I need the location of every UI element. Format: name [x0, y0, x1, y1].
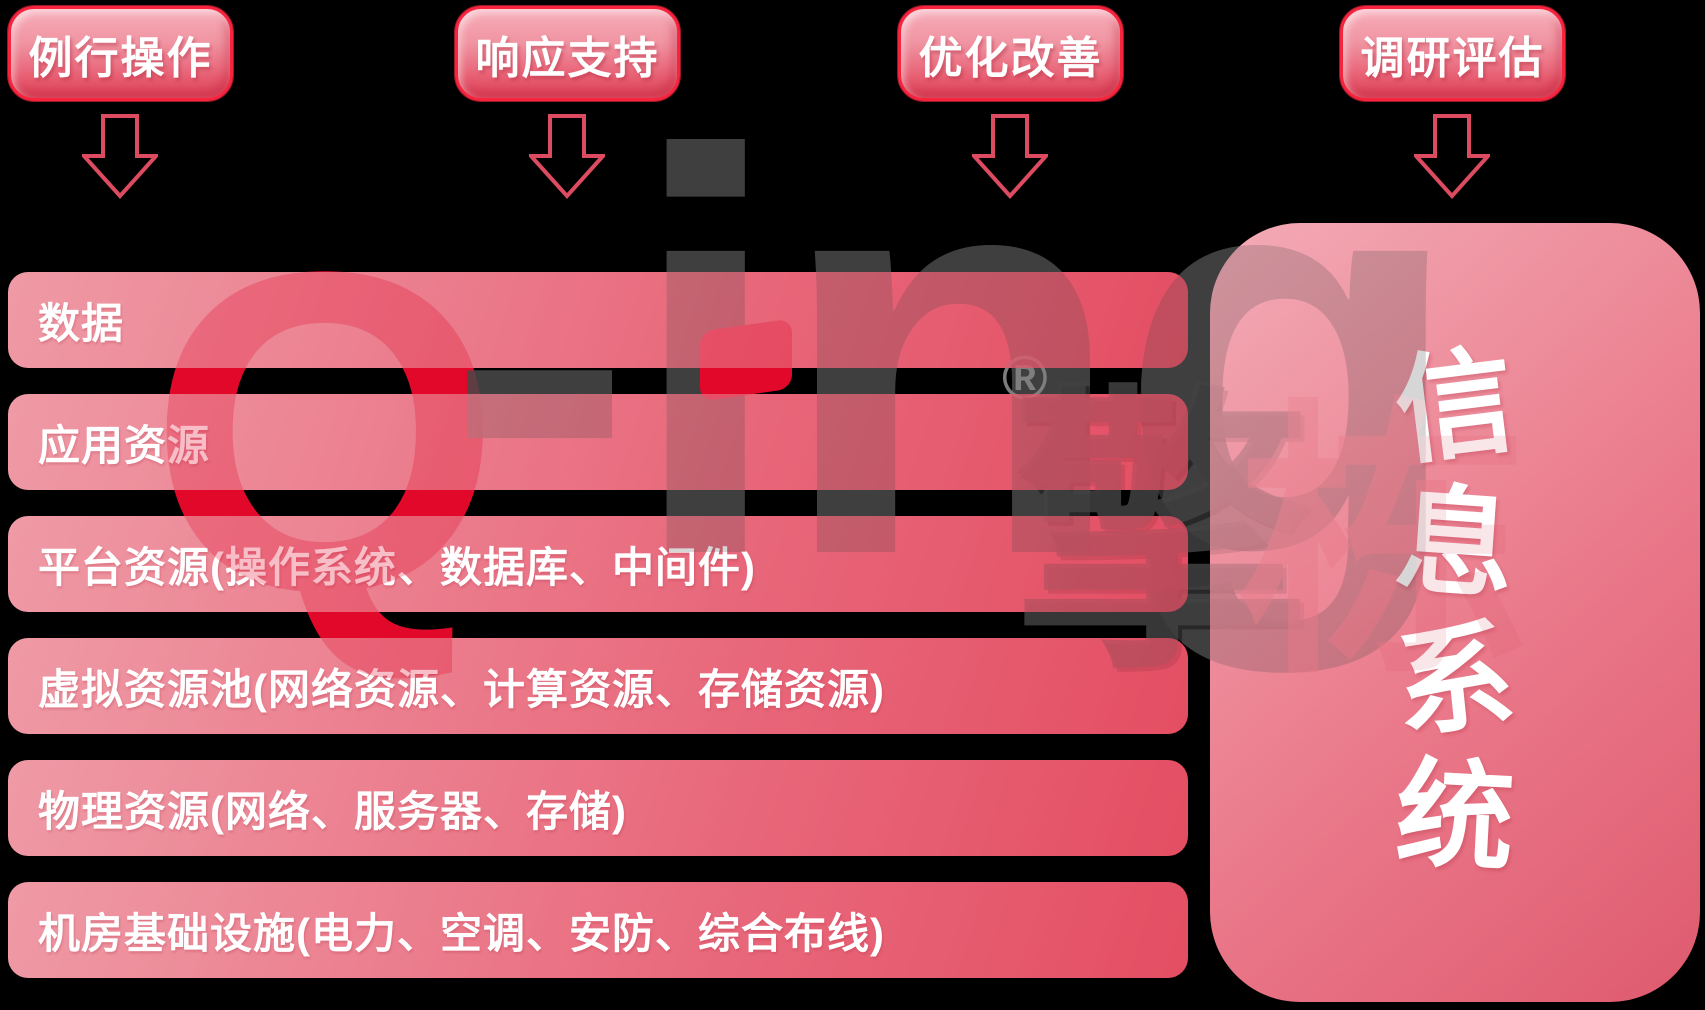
- info-system-char: 息: [1391, 473, 1519, 614]
- layer-bar-virtual-resource-pool: 虚拟资源池(网络资源、计算资源、存储资源): [8, 638, 1188, 734]
- info-system-box: 信 息 系 统: [1210, 223, 1700, 1002]
- layer-bar-data: 数据: [8, 272, 1188, 368]
- info-system-char: 统: [1392, 748, 1518, 887]
- down-arrow-icon: [1414, 114, 1490, 199]
- layer-bar-label: 物理资源(网络、服务器、存储): [38, 787, 627, 835]
- activity-button-label: 调研评估: [1360, 33, 1545, 83]
- activity-button-research-evaluation: 调研评估: [1340, 6, 1565, 101]
- activity-button-routine-operations: 例行操作: [8, 6, 233, 101]
- layer-bar-platform-resources: 平台资源(操作系统、数据库、中间件): [8, 516, 1188, 612]
- activity-button-label: 优化改善: [918, 33, 1103, 83]
- info-system-char: 信: [1388, 334, 1522, 480]
- activity-button-optimization: 优化改善: [898, 6, 1123, 101]
- down-arrow-icon: [972, 114, 1048, 199]
- layer-bar-application-resources: 应用资源: [8, 394, 1188, 490]
- layer-bar-physical-resources: 物理资源(网络、服务器、存储): [8, 760, 1188, 856]
- down-arrow-icon: [82, 114, 158, 199]
- layer-bar-label: 平台资源(操作系统、数据库、中间件): [38, 543, 756, 591]
- layer-bar-label: 虚拟资源池(网络资源、计算资源、存储资源): [38, 665, 885, 713]
- layer-bar-label: 数据: [38, 299, 125, 347]
- layer-bar-label: 应用资源: [38, 421, 211, 469]
- layer-bar-datacenter-infrastructure: 机房基础设施(电力、空调、安防、综合布线): [8, 882, 1188, 978]
- activity-button-response-support: 响应支持: [455, 6, 680, 101]
- activity-button-label: 例行操作: [28, 33, 213, 83]
- info-system-vertical-label: 信 息 系 统: [1388, 334, 1521, 886]
- info-system-char: 系: [1389, 608, 1521, 753]
- activity-button-label: 响应支持: [475, 33, 660, 83]
- layer-bar-label: 机房基础设施(电力、空调、安防、综合布线): [38, 909, 885, 957]
- down-arrow-icon: [529, 114, 605, 199]
